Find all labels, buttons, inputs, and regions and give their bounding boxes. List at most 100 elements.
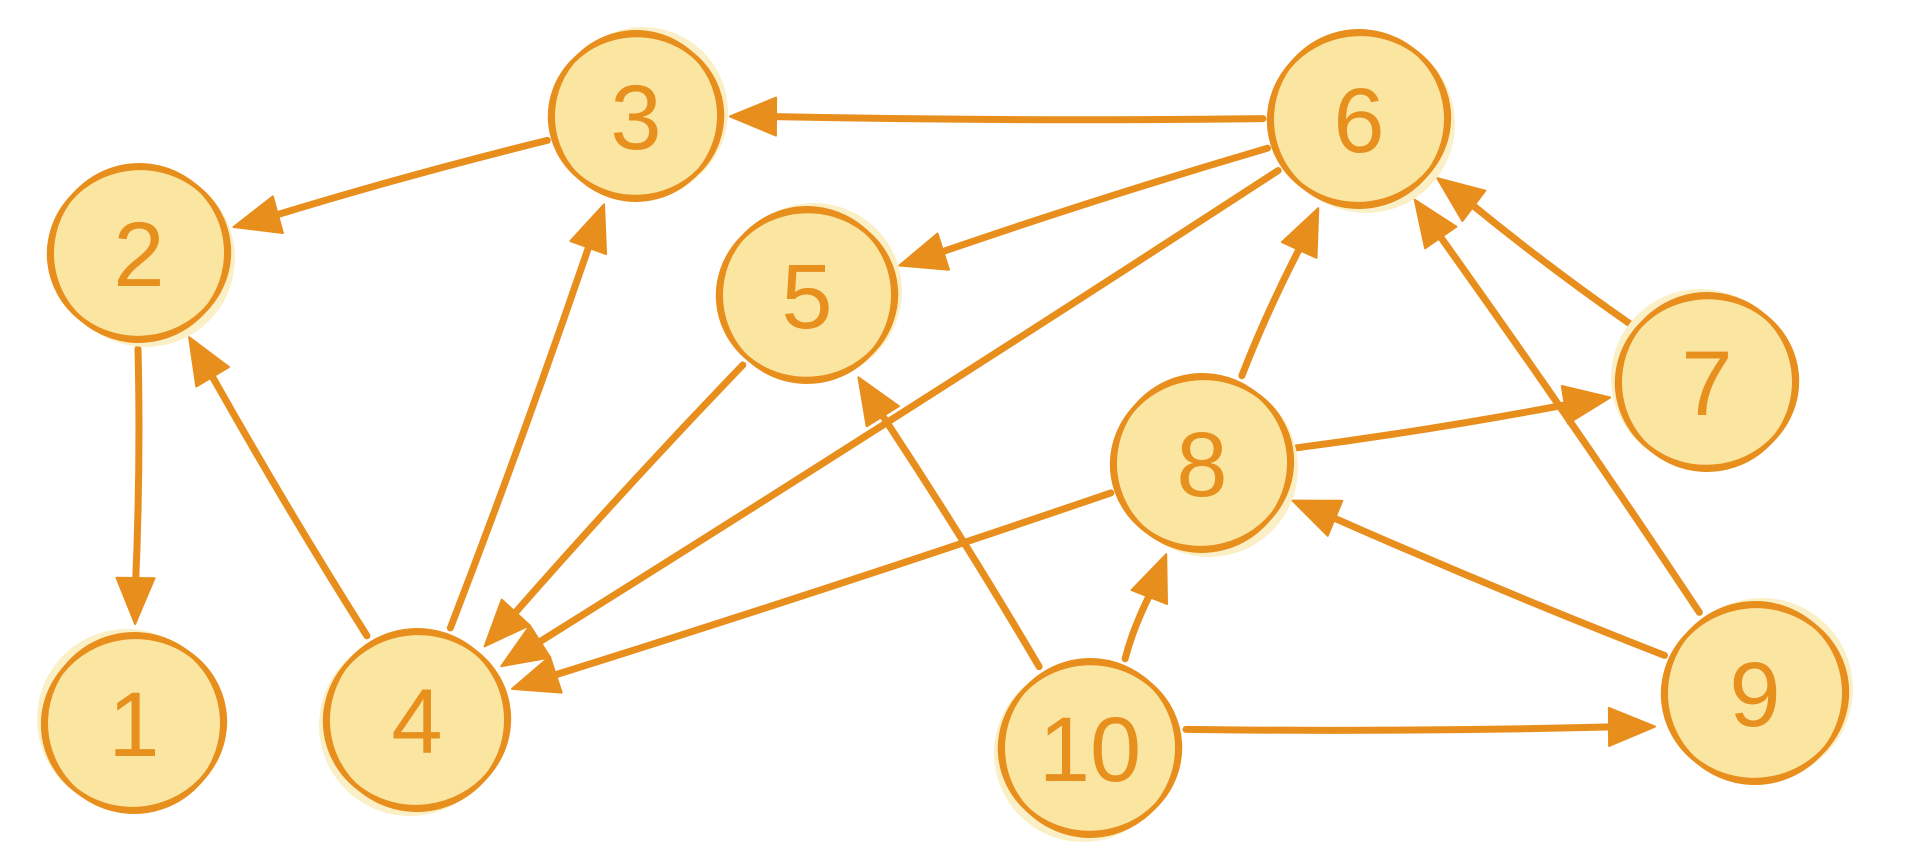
node-fill (1666, 604, 1844, 782)
node-fill (46, 635, 222, 811)
node-fill (721, 209, 893, 381)
arrowhead-icon (1560, 385, 1612, 425)
edge-line (506, 361, 747, 622)
node-label: 3 (610, 67, 661, 169)
node-outline (550, 30, 722, 202)
edge-8-6 (1238, 207, 1320, 380)
node-5: 5 (715, 203, 902, 384)
edge-4-3 (446, 203, 608, 632)
edge-line (1121, 586, 1156, 663)
arrowhead-icon (1436, 177, 1487, 222)
edge-4-2 (188, 336, 371, 640)
node-4: 4 (319, 628, 512, 816)
edge-line (1182, 723, 1621, 734)
arrowhead-icon (511, 655, 563, 694)
node-outline (1660, 603, 1850, 783)
edge-line (205, 366, 371, 640)
arrowhead-icon (569, 203, 608, 256)
arrowhead-icon (115, 576, 156, 625)
node-outline (43, 632, 225, 814)
node-3: 3 (547, 27, 728, 202)
node-outline (1269, 29, 1449, 209)
edge-10-9 (1182, 706, 1656, 747)
edge-8-4 (511, 489, 1115, 694)
node-9: 9 (1660, 598, 1853, 785)
edge-line (1464, 197, 1634, 328)
node-label: 7 (1681, 333, 1732, 435)
node-outline (49, 163, 229, 343)
edge-8-7 (1293, 385, 1612, 452)
arrowhead-icon (1413, 198, 1458, 250)
edge-line (764, 113, 1267, 124)
node-10: 10 (994, 658, 1183, 842)
arrowhead-icon (857, 376, 900, 428)
arrowhead-icon (483, 598, 531, 648)
edge-line (132, 345, 143, 590)
node-outline (1617, 292, 1797, 472)
arrowhead-icon (500, 624, 552, 668)
node-6: 6 (1266, 29, 1455, 213)
edge-9-8 (1291, 499, 1668, 659)
edge-line (544, 489, 1115, 681)
edge-6-3 (729, 96, 1267, 137)
node-fill (1115, 376, 1289, 550)
node-outline (718, 206, 896, 384)
node-outline (547, 32, 725, 200)
node-label: 2 (113, 204, 164, 306)
edge-6-4 (500, 167, 1282, 668)
edge-10-5 (857, 376, 1043, 671)
node-outline (1266, 31, 1452, 207)
edge-10-8 (1121, 553, 1168, 663)
edge-line (932, 144, 1271, 258)
node-outline (322, 630, 512, 810)
node-1: 1 (37, 629, 228, 814)
edge-line (1238, 239, 1306, 380)
edge-line (1293, 400, 1577, 452)
node-fill (553, 33, 719, 199)
node-7: 7 (1611, 289, 1800, 472)
edge-line (446, 236, 595, 632)
edge-line (529, 167, 1282, 650)
node-fill (1620, 295, 1794, 469)
node-outline (1109, 375, 1295, 551)
node-fill (1272, 32, 1446, 206)
edge-5-4 (483, 361, 747, 648)
node-outline (1112, 373, 1292, 553)
node-fill (328, 631, 506, 809)
node-8: 8 (1109, 373, 1298, 557)
edge-line (1324, 511, 1668, 659)
node-outline (1614, 294, 1800, 470)
edge-6-5 (898, 144, 1271, 271)
node-outline (1663, 601, 1847, 785)
node-label: 9 (1729, 644, 1780, 746)
node-outline (1000, 658, 1180, 838)
arrowhead-icon (1280, 207, 1320, 259)
arrowhead-icon (1607, 706, 1656, 747)
node-label: 1 (108, 674, 159, 776)
node-label: 6 (1333, 70, 1384, 172)
node-label: 5 (781, 246, 832, 348)
arrowhead-icon (1130, 553, 1168, 605)
node-outline (715, 208, 899, 382)
edge-7-6 (1436, 177, 1634, 328)
edge-2-1 (115, 345, 156, 625)
arrowhead-icon (188, 336, 230, 388)
node-label: 4 (391, 671, 442, 773)
node-fill (1003, 661, 1177, 835)
node-2: 2 (46, 163, 235, 347)
node-outline (325, 628, 509, 812)
node-outline (997, 660, 1183, 836)
edge-3-2 (232, 136, 551, 234)
edge-line (875, 406, 1043, 671)
arrowhead-icon (729, 96, 778, 137)
node-label: 10 (1039, 699, 1141, 801)
edge-line (266, 136, 551, 221)
arrowhead-icon (1291, 499, 1344, 537)
node-outline (46, 165, 232, 341)
node-outline (40, 634, 228, 812)
node-label: 8 (1176, 414, 1227, 516)
node-fill (52, 166, 226, 340)
arrowhead-icon (898, 232, 950, 271)
